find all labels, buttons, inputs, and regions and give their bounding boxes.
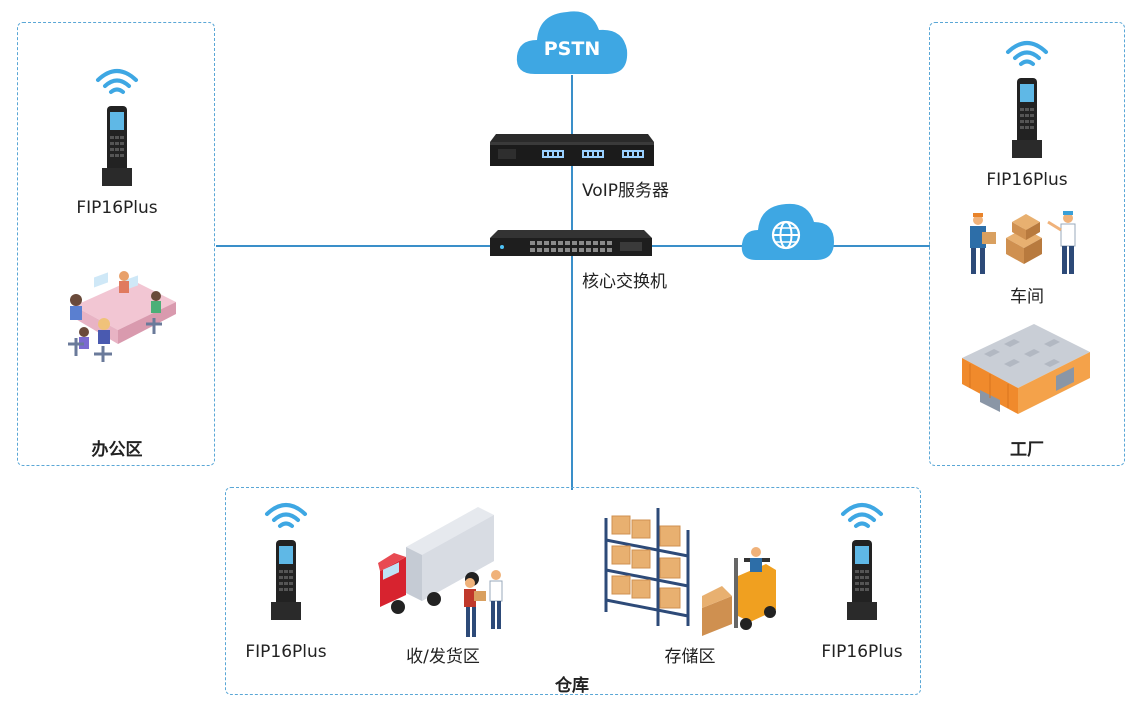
switch-to-internet-line (650, 245, 742, 247)
wifi-phone-icon (96, 69, 138, 186)
voip-server-label: VoIP服务器 (582, 181, 669, 201)
office-zone-title: 办公区 (91, 440, 143, 460)
wifi-phone-icon (265, 503, 307, 620)
workshop-label: 车间 (1010, 287, 1044, 307)
factory-building (960, 312, 1092, 416)
warehouse-phone-right-label: FIP16Plus (821, 642, 903, 662)
internet-cloud (740, 198, 834, 264)
internet-to-factory-line (832, 245, 930, 247)
storage-illustration (600, 500, 780, 638)
factory-zone-title: 工厂 (1010, 440, 1044, 460)
pstn-cloud: PSTN (515, 4, 629, 78)
warehouse-phone-left (261, 498, 311, 622)
core-switch-label: 核心交换机 (582, 272, 667, 292)
globe-cloud-icon (741, 203, 834, 260)
shelves-forklift-icon (604, 508, 776, 636)
core-switch (490, 228, 652, 258)
factory-zone (929, 22, 1125, 466)
workshop-illustration (964, 208, 1088, 278)
office-to-switch-line (216, 245, 492, 247)
receiving-illustration (376, 503, 508, 641)
voip-server (490, 132, 654, 168)
wifi-phone-icon (1006, 41, 1048, 158)
workers-boxes-icon (970, 211, 1076, 274)
office-desks-illustration (54, 266, 178, 370)
wifi-phone-icon (841, 503, 883, 620)
rack-server-icon (490, 134, 654, 166)
pstn-to-server-line (571, 75, 573, 490)
office-desks-icon (68, 271, 176, 362)
warehouse-phone-left-label: FIP16Plus (245, 642, 327, 662)
warehouse-phone-right (837, 498, 887, 622)
pstn-label: PSTN (543, 38, 601, 60)
truck-delivery-icon (378, 507, 503, 637)
warehouse-zone-title: 仓库 (555, 676, 589, 696)
receiving-label: 收/发货区 (406, 647, 480, 667)
office-phone-label: FIP16Plus (76, 198, 158, 218)
office-phone (92, 64, 142, 188)
cloud-icon (516, 11, 628, 75)
factory-phone (1002, 36, 1052, 160)
factory-building-icon (962, 324, 1090, 414)
warehouse-zone (225, 487, 921, 695)
factory-phone-label: FIP16Plus (986, 170, 1068, 190)
office-zone (17, 22, 215, 466)
network-switch-icon (490, 230, 652, 256)
storage-label: 存储区 (664, 647, 716, 667)
